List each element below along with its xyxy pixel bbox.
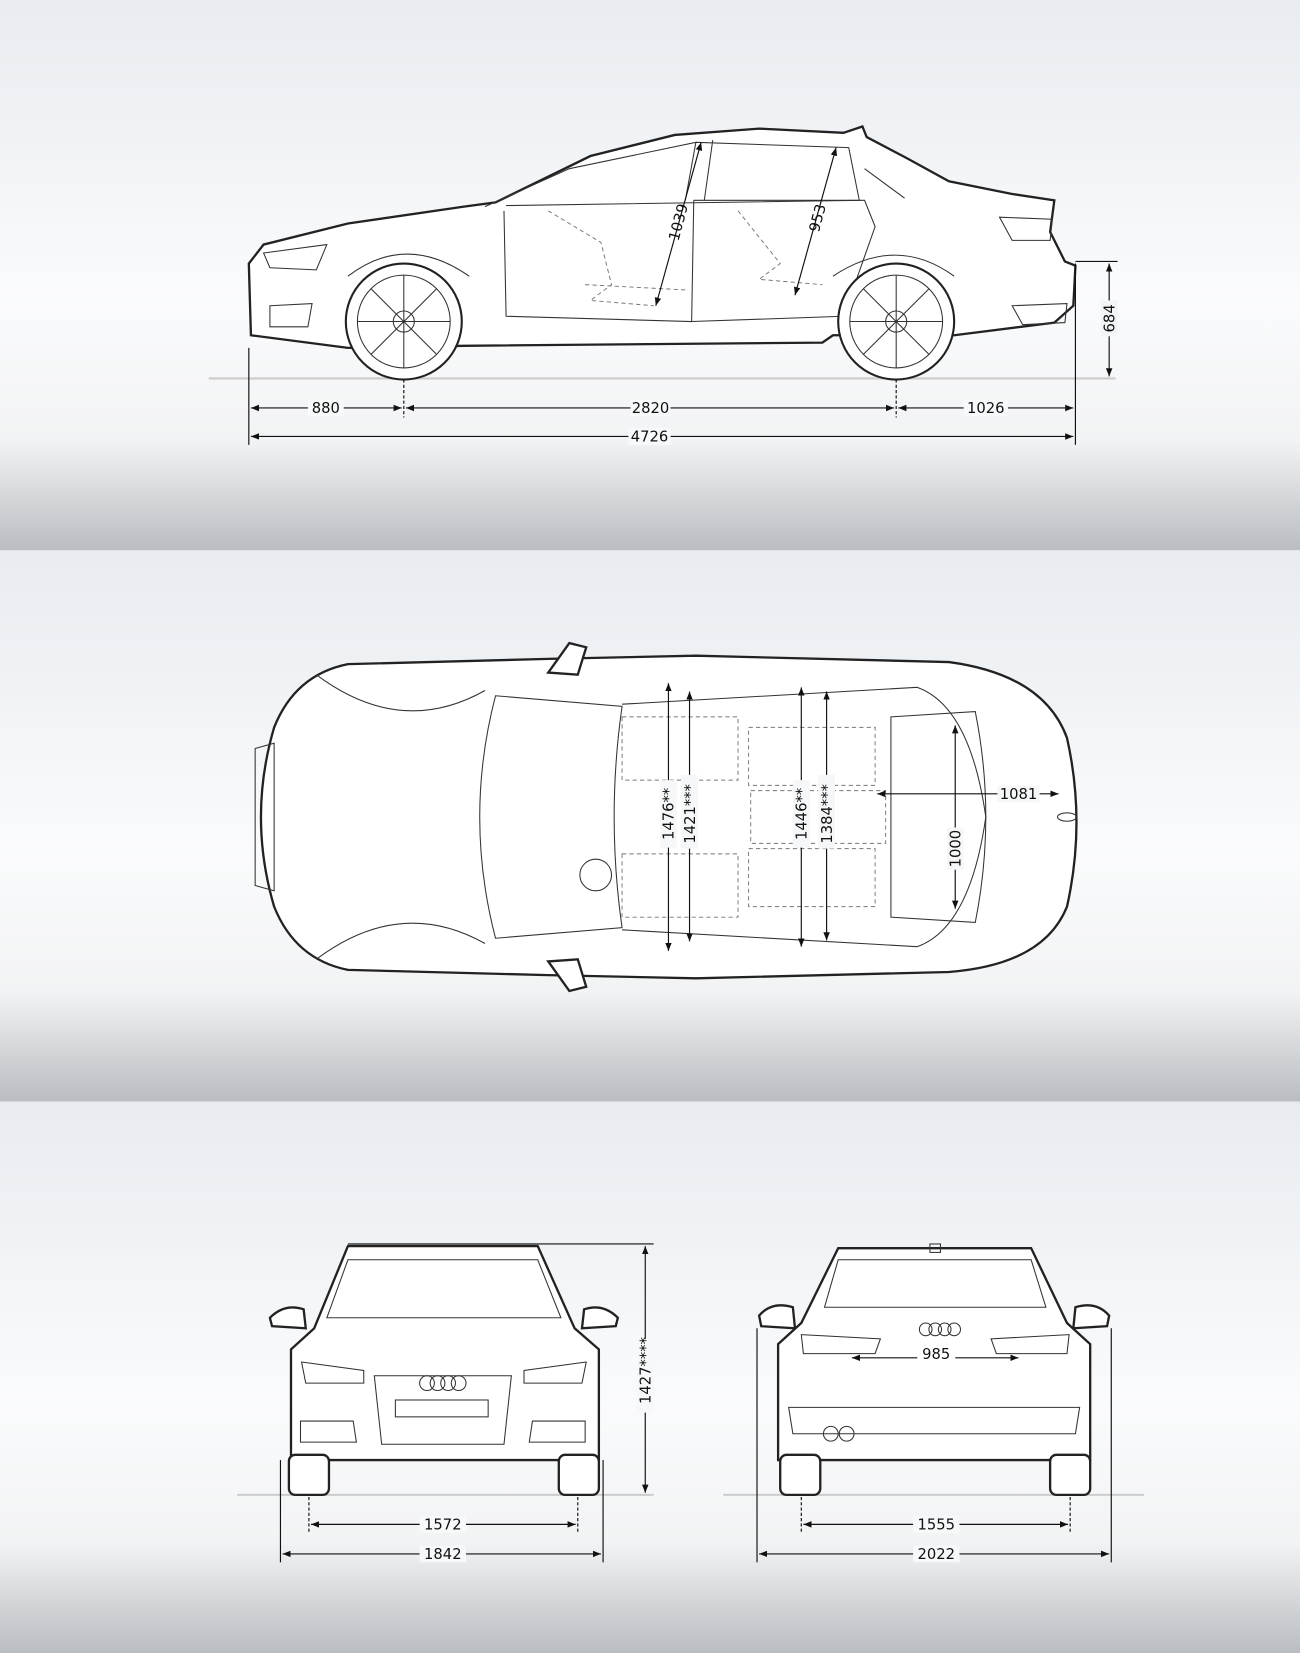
trunk-width-label: 1000	[948, 830, 965, 868]
width-with-mirrors-label: 2022	[917, 1546, 955, 1563]
front-overhang-label: 880	[312, 400, 340, 417]
trunk-length-label: 1081	[1000, 786, 1038, 803]
rear-headroom-label: 953	[806, 202, 830, 234]
front-track-label: 1572	[424, 1517, 462, 1534]
trunk-lip-height-label: 684	[1101, 304, 1118, 332]
rear-overhang-label: 1026	[967, 400, 1005, 417]
width-label: 1842	[424, 1546, 462, 1563]
top-view-dimensions: 1476** 1421*** 1446** 1384*** 1081 1000	[660, 683, 1059, 951]
front-view-dimensions: 1427**** 1572 1842	[279, 1243, 655, 1563]
loading-width-label: 985	[922, 1346, 950, 1363]
rear-track-label: 1555	[917, 1517, 955, 1534]
front-shoulder-width-label: 1476**	[661, 788, 678, 840]
rear-elbow-width-label: 1384***	[819, 784, 836, 844]
side-view-dimensions: 880 2820 1026 4726 684 1039 953	[248, 142, 1118, 446]
front-view-car	[237, 1244, 654, 1497]
front-elbow-width-label: 1421***	[682, 784, 699, 844]
height-label: 1427****	[638, 1337, 655, 1404]
length-label: 4726	[631, 429, 669, 446]
wheelbase-label: 2820	[632, 400, 670, 417]
rear-view-dimensions: 985 1555 2022	[756, 1328, 1112, 1563]
rear-shoulder-width-label: 1446**	[794, 788, 811, 840]
